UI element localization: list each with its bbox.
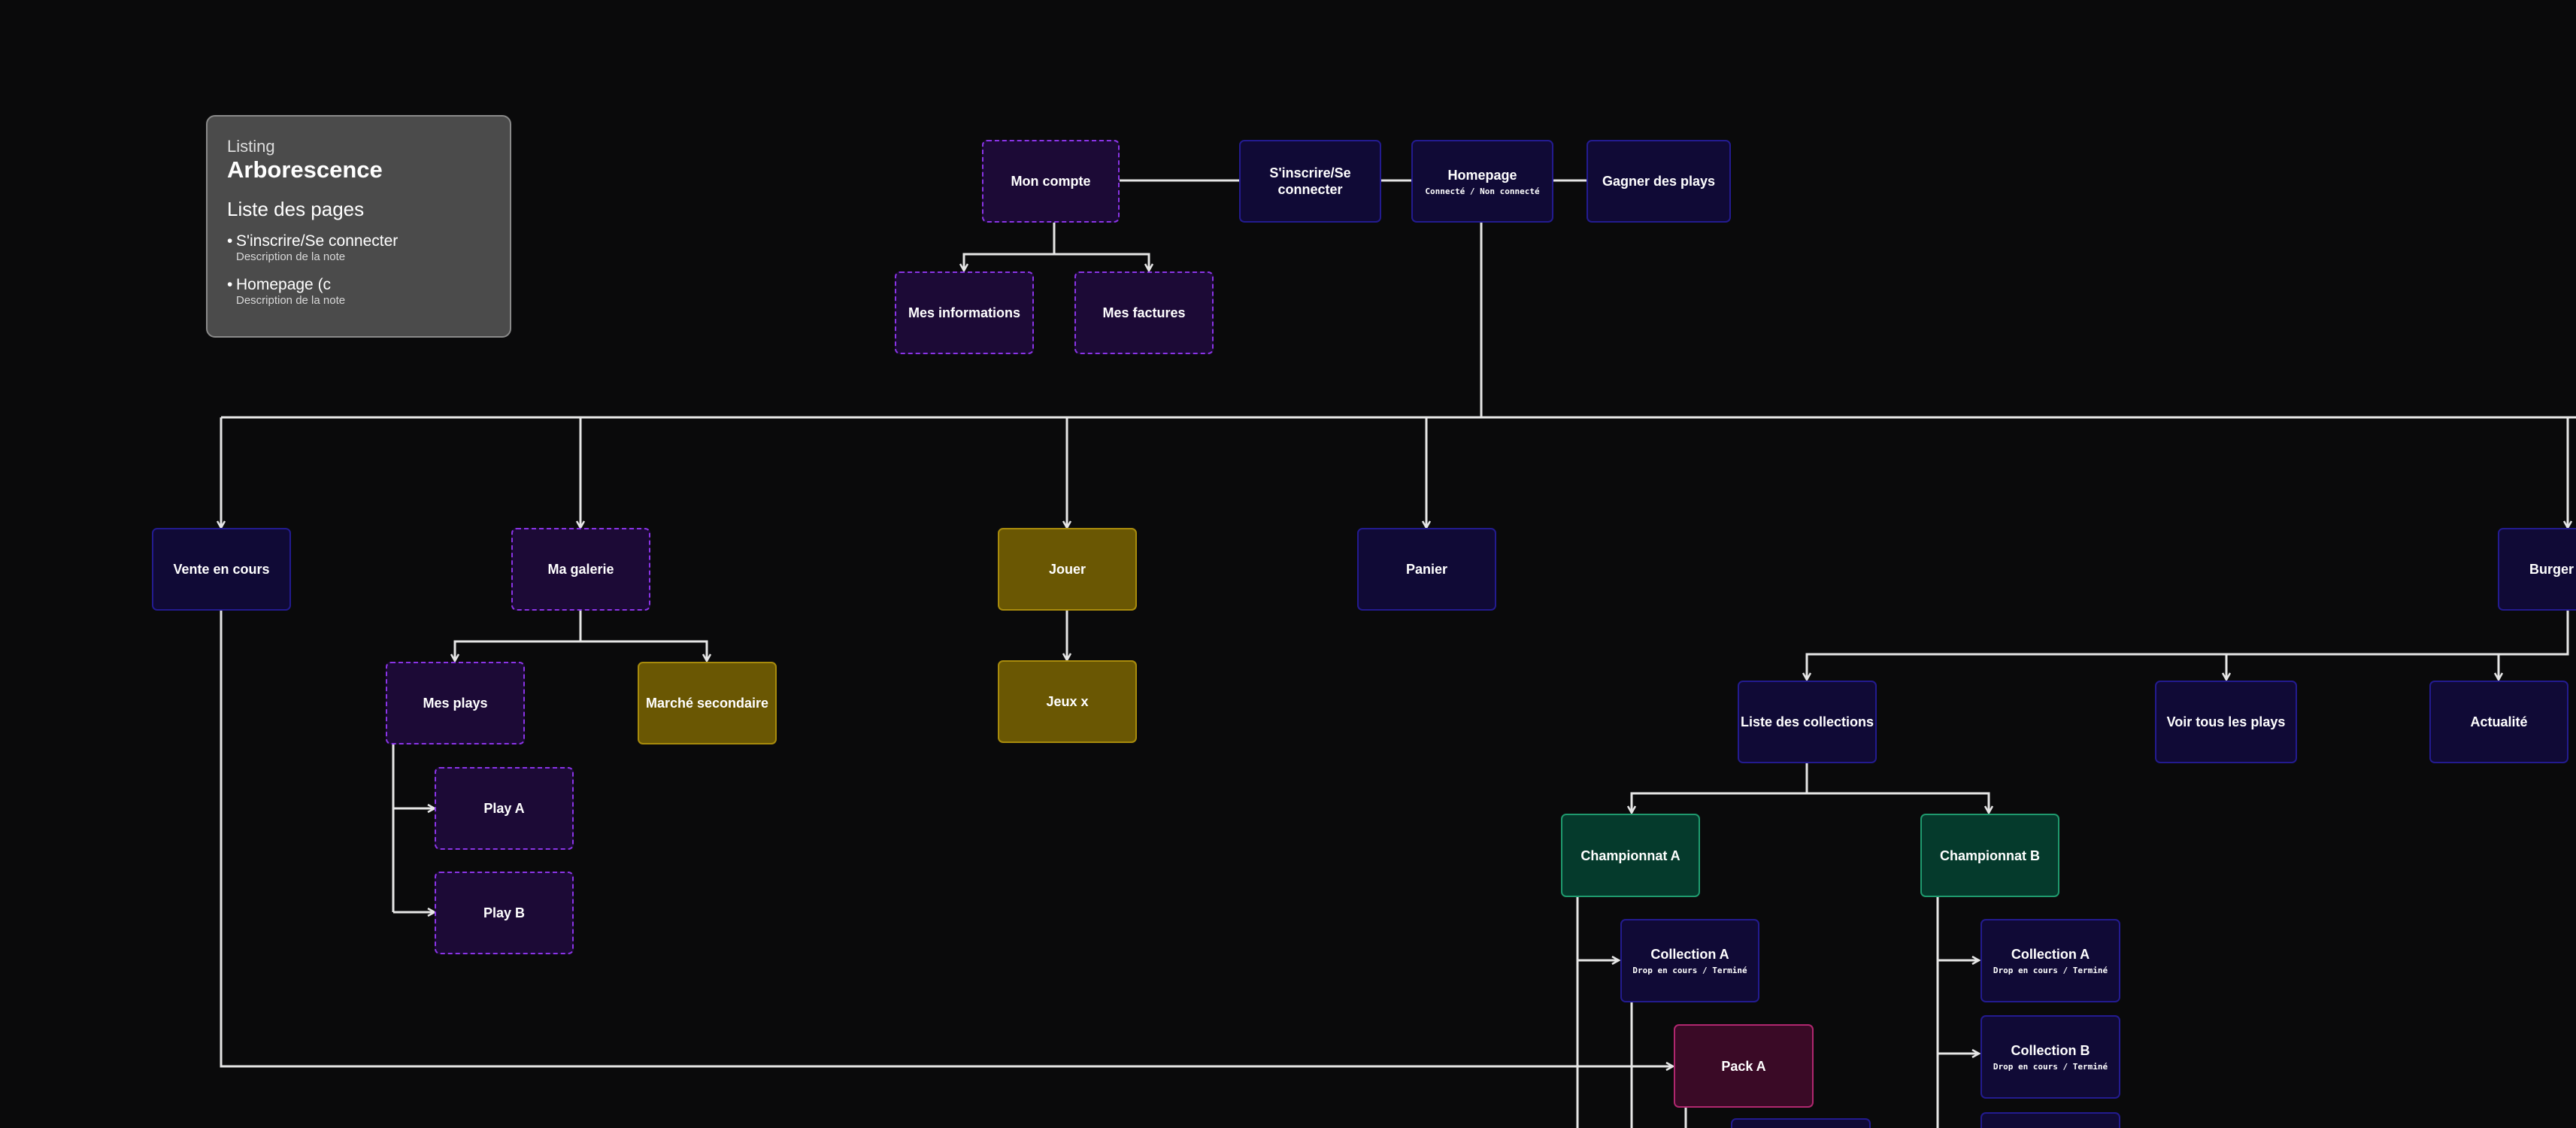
node-partial[interactable] bbox=[1731, 1118, 1871, 1128]
node-label: Collection A bbox=[1650, 947, 1729, 962]
node-mes-informations[interactable]: Mes informations bbox=[895, 271, 1034, 354]
node-collection-a[interactable]: Collection A Drop en cours / Terminé bbox=[1980, 919, 2120, 1002]
node-mes-plays[interactable]: Mes plays bbox=[386, 662, 525, 744]
node-label: Gagner des plays bbox=[1602, 174, 1716, 189]
node-label: Mes factures bbox=[1102, 305, 1186, 320]
node-vente-en-cours[interactable]: Vente en cours bbox=[152, 528, 291, 611]
link-collections-champa bbox=[1632, 763, 1808, 813]
node-label: Ma galerie bbox=[547, 562, 614, 577]
bullet-icon: • bbox=[227, 232, 233, 250]
node-mes-factures[interactable]: Mes factures bbox=[1074, 271, 1214, 354]
node-sublabel: Drop en cours / Terminé bbox=[1632, 966, 1747, 975]
node-label: Championnat A bbox=[1580, 848, 1680, 863]
node-liste-collections[interactable]: Liste des collections bbox=[1738, 681, 1877, 763]
node-label: Vente en cours bbox=[173, 562, 270, 577]
node-sublabel: Drop en cours / Terminé bbox=[1993, 966, 2108, 975]
node-championnat-b[interactable]: Championnat B bbox=[1920, 814, 2059, 897]
node-label: Burger menu bbox=[2529, 562, 2576, 577]
node-collection-a[interactable]: Collection A Drop en cours / Terminé bbox=[1620, 919, 1759, 1002]
node-collection-b[interactable]: Collection B Drop en cours / Terminé bbox=[1980, 1015, 2120, 1099]
legend-item-desc: Description de la note bbox=[236, 250, 346, 263]
node-label: Voir tous les plays bbox=[2166, 714, 2286, 729]
link-galerie-plays bbox=[455, 611, 582, 661]
node-label: S'inscrire/Se connecter bbox=[1269, 165, 1351, 197]
node-label: Mon compte bbox=[1011, 174, 1091, 189]
legend-card[interactable]: Listing Arborescence Liste des pages •S'… bbox=[206, 115, 511, 338]
node-label: Championnat B bbox=[1940, 848, 2040, 863]
link-compte-infos bbox=[964, 223, 1056, 271]
link-vente-pack bbox=[220, 611, 1673, 1066]
legend-eyebrow: Listing bbox=[227, 137, 275, 156]
node-championnat-a[interactable]: Championnat A bbox=[1561, 814, 1700, 897]
link-burger-collections bbox=[1807, 611, 2569, 680]
node-label: Pack A bbox=[1721, 1058, 1766, 1074]
node-actualite[interactable]: Actualité bbox=[2429, 681, 2568, 763]
node-sublabel: Drop en cours / Terminé bbox=[1993, 1062, 2108, 1072]
node-label: Play A bbox=[483, 801, 525, 816]
node-label: Mes informations bbox=[908, 305, 1021, 320]
node-label: Mes plays bbox=[423, 696, 488, 711]
node-label: Panier bbox=[1405, 562, 1448, 577]
node-label: Actualité bbox=[2470, 714, 2528, 729]
node-marche-secondaire[interactable]: Marché secondaire bbox=[638, 662, 777, 744]
node-voir-tous-plays[interactable]: Voir tous les plays bbox=[2155, 681, 2297, 763]
node-label: Jouer bbox=[1048, 562, 1086, 577]
node-mon-compte[interactable]: Mon compte bbox=[982, 140, 1120, 223]
legend-subtitle: Liste des pages bbox=[227, 198, 365, 220]
node-label: Jeux x bbox=[1046, 694, 1089, 709]
node-label: Collection B bbox=[2011, 1043, 2090, 1058]
node-partial[interactable] bbox=[1980, 1112, 2120, 1128]
node-burger-menu[interactable]: Burger menu bbox=[2498, 528, 2576, 611]
node-inscrire[interactable]: S'inscrire/Se connecter bbox=[1239, 140, 1381, 223]
node-pack-a[interactable]: Pack A bbox=[1674, 1024, 1814, 1108]
node-label: Marché secondaire bbox=[645, 696, 769, 711]
legend-item-label: Homepage (c bbox=[236, 276, 332, 293]
node-label: Collection A bbox=[2011, 947, 2090, 962]
legend-item-label: S'inscrire/Se connecter bbox=[236, 232, 399, 250]
node-play-b[interactable]: Play B bbox=[435, 872, 574, 954]
node-panier[interactable]: Panier bbox=[1357, 528, 1496, 611]
node-label: Liste des collections bbox=[1740, 714, 1874, 729]
node-ma-galerie[interactable]: Ma galerie bbox=[511, 528, 650, 611]
legend-item: •Homepage (c bbox=[227, 276, 510, 294]
legend-title: Arborescence bbox=[227, 156, 383, 183]
node-jouer[interactable]: Jouer bbox=[998, 528, 1137, 611]
node-label: Play B bbox=[483, 905, 526, 920]
link-collections-champb bbox=[1807, 792, 1989, 813]
node-gagner-plays[interactable]: Gagner des plays bbox=[1587, 140, 1731, 223]
node-label: Homepage bbox=[1447, 167, 1517, 183]
node-jeux-x[interactable]: Jeux x bbox=[998, 660, 1137, 743]
link-galerie-marche bbox=[580, 640, 707, 661]
legend-item: •S'inscrire/Se connecter bbox=[227, 232, 510, 250]
link-compte-factures bbox=[1054, 253, 1149, 271]
node-play-a[interactable]: Play A bbox=[435, 767, 574, 850]
bullet-icon: • bbox=[227, 276, 233, 293]
node-sublabel: Connecté / Non connecté bbox=[1425, 186, 1540, 196]
legend-item-desc: Description de la note bbox=[236, 294, 346, 307]
